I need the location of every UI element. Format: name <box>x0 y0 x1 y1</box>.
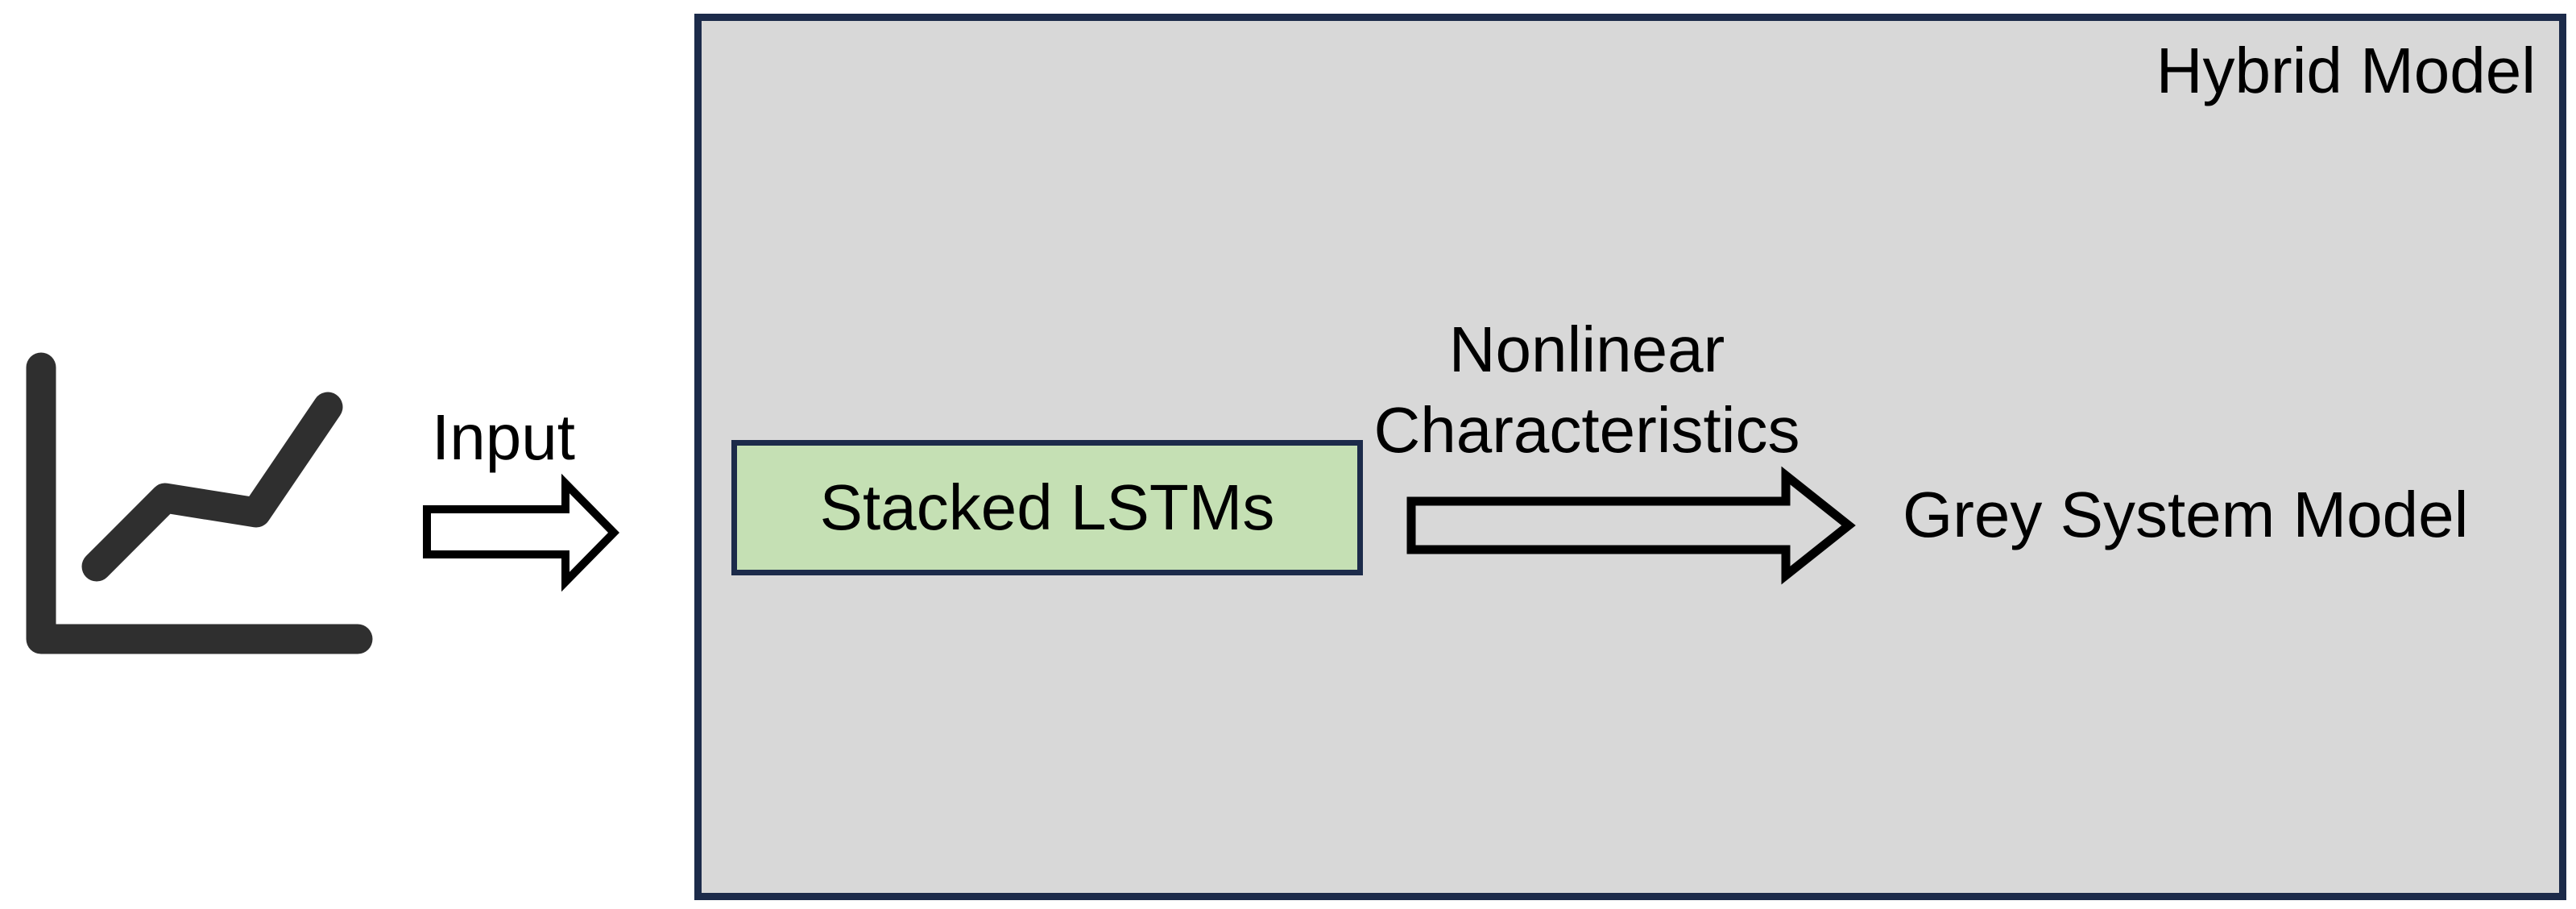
nonlinear-label-line2: Characteristics <box>1373 394 1800 466</box>
stacked-lstms-box: Stacked LSTMs <box>731 440 1363 575</box>
hybrid-model-title: Hybrid Model <box>2156 35 2536 106</box>
stacked-lstms-label: Stacked LSTMs <box>819 471 1275 543</box>
nonlinear-characteristics-label: Nonlinear Characteristics <box>1265 309 1909 471</box>
input-label: Input <box>432 401 575 473</box>
nonlinear-label-line1: Nonlinear <box>1448 313 1725 385</box>
line-chart-icon <box>26 352 373 654</box>
input-right-arrow-icon <box>423 473 620 592</box>
grey-system-model-label: Grey System Model <box>1903 479 2469 550</box>
